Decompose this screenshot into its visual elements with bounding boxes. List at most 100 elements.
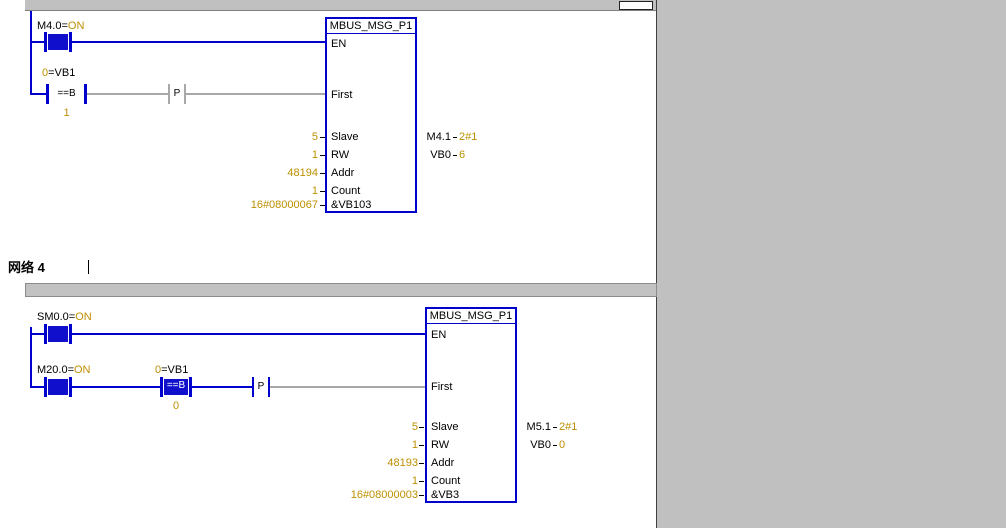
wire [72, 386, 160, 388]
compare-in1-label[interactable]: 0=VB1 [42, 67, 75, 79]
output-operand-error[interactable]: VB0 [430, 149, 451, 161]
contact-bar-left [168, 84, 170, 104]
contact-bar-right [184, 84, 186, 104]
contact-bar-right [268, 377, 270, 397]
block-title-separator [427, 323, 515, 324]
wire [72, 41, 325, 43]
block-title: MBUS_MSG_P1 [429, 310, 513, 322]
network-comment-bar-top[interactable] [25, 0, 657, 11]
positive-edge-contact[interactable]: P [252, 377, 270, 397]
block-port-slave: Slave [431, 421, 459, 433]
contact-bar-left [44, 324, 47, 344]
contact-bar-right [69, 324, 72, 344]
contact-bar-left [46, 84, 49, 104]
contact-operand-label[interactable]: M20.0=ON [37, 364, 91, 376]
text-caret [88, 260, 89, 274]
block-port-buffer: Count [331, 185, 361, 197]
param-value-addr[interactable]: 48193 [387, 457, 418, 469]
output-status-error: 6 [459, 149, 466, 161]
mbus-msg-block[interactable]: MBUS_MSG_P1 EN First Slave RW Addr Count… [425, 307, 517, 503]
status-value-text: 0 [42, 67, 49, 79]
wire [72, 333, 425, 335]
block-port-pointer: &VB103 [331, 199, 372, 211]
contact-bar-left [160, 377, 163, 397]
param-value-rw[interactable]: 1 [311, 149, 318, 161]
block-port-pointer: &VB3 [431, 489, 460, 501]
contact-bar-right [69, 377, 72, 397]
block-port-first: First [431, 381, 453, 393]
block-port-buffer: Count [431, 475, 461, 487]
energized-fill [48, 379, 68, 395]
compare-contact-eqb[interactable]: ==B [160, 377, 192, 397]
operand-text: =VB1 [48, 67, 76, 79]
input-connector-dash [320, 137, 325, 138]
compare-in1-label[interactable]: 0=VB1 [155, 364, 188, 376]
block-port-en: EN [431, 329, 447, 341]
param-value-pointer[interactable]: 16#08000067 [250, 199, 318, 211]
mbus-msg-block[interactable]: MBUS_MSG_P1 EN First Slave RW Addr Count… [325, 17, 417, 213]
contact-m4-0[interactable] [44, 32, 72, 52]
edge-label-text: P [257, 381, 265, 392]
param-value-addr[interactable]: 48194 [287, 167, 318, 179]
compare-op-text: ==B [166, 380, 186, 391]
wire [32, 333, 44, 335]
contact-bar-right [189, 377, 192, 397]
output-connector-dash [553, 445, 557, 446]
output-operand-done[interactable]: M5.1 [526, 421, 551, 433]
output-operand-done[interactable]: M4.1 [426, 131, 451, 143]
power-rail [30, 11, 32, 95]
param-value-pointer[interactable]: 16#08000003 [350, 489, 418, 501]
output-status-done: 2#1 [459, 131, 478, 143]
block-port-en: EN [331, 38, 347, 50]
operand-text: M4.0= [37, 20, 68, 32]
compare-in2-value[interactable]: 0 [172, 400, 180, 412]
contact-bar-right [84, 84, 87, 104]
status-value-text: ON [74, 364, 91, 376]
network-comment-bar[interactable] [25, 283, 657, 297]
compare-op-text: ==B [57, 88, 76, 99]
input-connector-dash [419, 463, 424, 464]
compare-contact-eqb[interactable]: ==B [46, 84, 87, 104]
splitter-handle[interactable] [619, 1, 653, 10]
contact-operand-label[interactable]: M4.0=ON [37, 20, 84, 32]
status-value-text: ON [67, 20, 85, 32]
block-title-separator [327, 33, 415, 34]
block-port-rw: RW [331, 149, 350, 161]
wire [87, 93, 168, 95]
contact-m20-0[interactable] [44, 377, 72, 397]
block-port-rw: RW [431, 439, 450, 451]
wire [186, 93, 325, 95]
compare-in2-value[interactable]: 1 [63, 107, 70, 119]
input-connector-dash [419, 495, 424, 496]
output-connector-dash [453, 155, 457, 156]
block-port-first: First [331, 89, 353, 101]
status-value-text: 0 [155, 364, 162, 376]
output-operand-error[interactable]: VB0 [530, 439, 551, 451]
contact-sm0-0[interactable] [44, 324, 72, 344]
input-connector-dash [419, 481, 424, 482]
power-rail [30, 327, 32, 388]
param-value-slave[interactable]: 5 [311, 131, 318, 143]
wire [32, 386, 44, 388]
input-connector-dash [320, 173, 325, 174]
wire [192, 386, 252, 388]
param-value-slave[interactable]: 5 [411, 421, 418, 433]
operand-text: M20.0= [37, 364, 74, 376]
edge-label-text: P [173, 88, 181, 99]
param-value-rw[interactable]: 1 [411, 439, 418, 451]
input-connector-dash [419, 427, 424, 428]
output-connector-dash [553, 427, 557, 428]
param-value-count[interactable]: 1 [311, 185, 318, 197]
energized-fill [48, 34, 68, 50]
positive-edge-contact[interactable]: P [168, 84, 186, 104]
contact-bar-right [69, 32, 72, 52]
right-gray-panel [656, 0, 1006, 528]
contact-bar-left [44, 32, 47, 52]
block-port-addr: Addr [431, 457, 455, 469]
block-port-slave: Slave [331, 131, 359, 143]
contact-operand-label[interactable]: SM0.0=ON [37, 311, 92, 323]
input-connector-dash [320, 205, 325, 206]
param-value-count[interactable]: 1 [411, 475, 418, 487]
operand-text: =VB1 [161, 364, 189, 376]
